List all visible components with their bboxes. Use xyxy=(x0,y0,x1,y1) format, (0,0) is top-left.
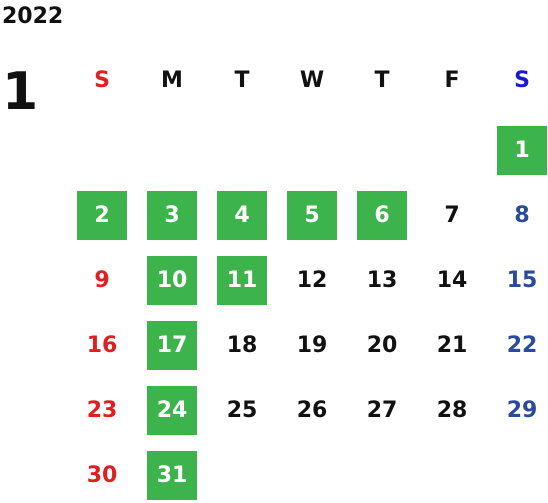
day-cell-31[interactable]: 31 xyxy=(147,451,197,500)
day-cell-20[interactable]: 20 xyxy=(366,333,398,358)
day-cell-15[interactable]: 15 xyxy=(506,268,538,293)
day-cell-17[interactable]: 17 xyxy=(147,321,197,370)
day-cell-8[interactable]: 8 xyxy=(514,203,530,228)
day-cell-24[interactable]: 24 xyxy=(147,386,197,435)
day-cell-9[interactable]: 9 xyxy=(94,268,110,293)
day-cell-13[interactable]: 13 xyxy=(366,268,398,293)
day-cell-18[interactable]: 18 xyxy=(226,333,258,358)
weekday-header-sun: S xyxy=(94,68,110,93)
day-cell-16[interactable]: 16 xyxy=(86,333,118,358)
day-cell-14[interactable]: 14 xyxy=(436,268,468,293)
day-cell-10[interactable]: 10 xyxy=(147,256,197,305)
day-cell-3[interactable]: 3 xyxy=(147,191,197,240)
day-cell-26[interactable]: 26 xyxy=(296,398,328,423)
day-cell-22[interactable]: 22 xyxy=(506,333,538,358)
day-cell-11[interactable]: 11 xyxy=(217,256,267,305)
weekday-header-tue: T xyxy=(234,68,250,93)
year-label: 2022 xyxy=(2,4,64,29)
weekday-header-wed: W xyxy=(299,68,325,93)
day-cell-30[interactable]: 30 xyxy=(86,463,118,488)
weekday-header-thu: T xyxy=(374,68,390,93)
day-cell-19[interactable]: 19 xyxy=(296,333,328,358)
day-cell-4[interactable]: 4 xyxy=(217,191,267,240)
weekday-header-mon: M xyxy=(161,68,183,93)
month-number: 1 xyxy=(2,62,39,122)
day-cell-6[interactable]: 6 xyxy=(357,191,407,240)
day-cell-28[interactable]: 28 xyxy=(436,398,468,423)
weekday-header-fri: F xyxy=(444,68,460,93)
day-cell-27[interactable]: 27 xyxy=(366,398,398,423)
day-cell-25[interactable]: 25 xyxy=(226,398,258,423)
day-cell-1[interactable]: 1 xyxy=(497,126,547,175)
day-cell-2[interactable]: 2 xyxy=(77,191,127,240)
day-cell-12[interactable]: 12 xyxy=(296,268,328,293)
weekday-header-sat: S xyxy=(514,68,530,93)
day-cell-7[interactable]: 7 xyxy=(444,203,460,228)
day-cell-5[interactable]: 5 xyxy=(287,191,337,240)
day-cell-21[interactable]: 21 xyxy=(436,333,468,358)
day-cell-29[interactable]: 29 xyxy=(506,398,538,423)
day-cell-23[interactable]: 23 xyxy=(86,398,118,423)
